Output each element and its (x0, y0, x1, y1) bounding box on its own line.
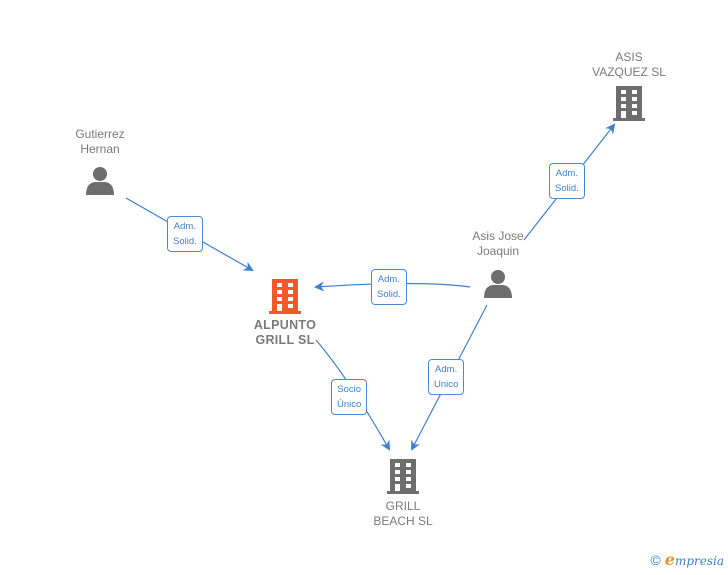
building-icon (613, 86, 645, 121)
footer-brand: © empresia (650, 550, 724, 569)
node-label: ALPUNTO GRILL SL (253, 318, 317, 347)
node-label: ASIS VAZQUEZ SL (592, 50, 666, 79)
person-icon (86, 167, 114, 195)
node-asis-jose-joaquin[interactable]: Asis Jose Joaquin (458, 229, 538, 299)
node-grill-beach[interactable]: GRILL BEACH SL (360, 458, 446, 529)
node-asis-vazquez[interactable]: ASIS VAZQUEZ SL (588, 50, 670, 121)
person-icon (484, 270, 512, 298)
edge-label-asisjose-asisvazquez: Adm. Solid. (549, 163, 585, 199)
node-label: GRILL BEACH SL (373, 499, 433, 528)
node-gutierrez-hernan[interactable]: Gutierrez Hernan (60, 127, 140, 196)
node-alpunto-grill[interactable]: ALPUNTO GRILL SL (240, 278, 330, 348)
building-icon (269, 279, 301, 314)
node-label: Asis Jose Joaquin (472, 229, 524, 258)
edge-label-asisjose-alpunto: Adm. Solid. (371, 269, 407, 305)
edge-label-alpunto-grillbeach: Socio Único (331, 379, 368, 415)
building-icon (387, 459, 419, 494)
copyright-icon: © (650, 551, 661, 568)
edge-label-asisjose-grillbeach: Adm. Unico (428, 359, 465, 395)
brand-logo: empresia (664, 550, 724, 569)
node-label: Gutierrez Hernan (75, 127, 125, 156)
edge-label-gutierrez-alpunto: Adm. Solid. (167, 216, 203, 252)
